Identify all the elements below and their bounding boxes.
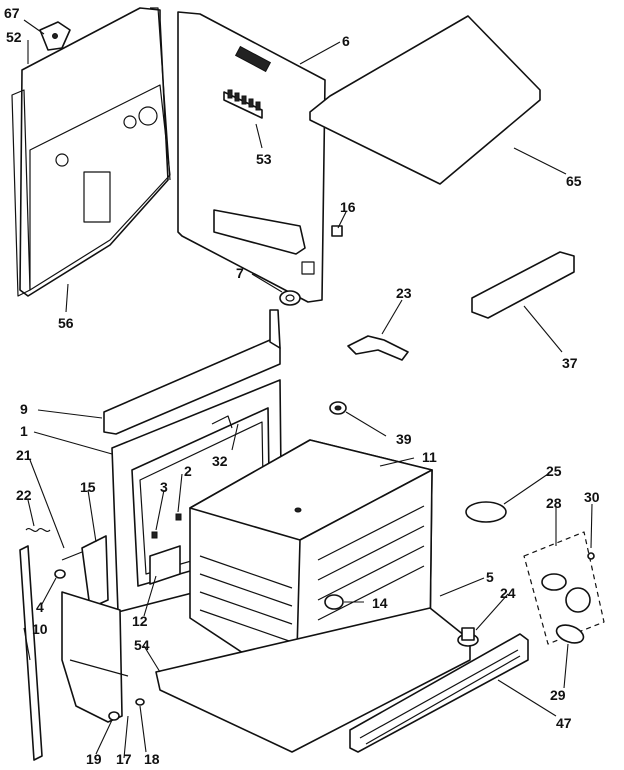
part-30-nut <box>587 552 595 560</box>
callout-2: 2 <box>184 463 192 479</box>
part-47-vent-grille <box>349 633 529 753</box>
callout-39: 39 <box>396 431 412 447</box>
callout-17: 17 <box>116 751 132 767</box>
part-10-side-trim <box>19 545 43 761</box>
part-23-bracket <box>347 335 409 361</box>
part-15-hinge-bracket <box>61 535 109 609</box>
part-24-valve <box>457 627 479 647</box>
callout-22: 22 <box>16 487 32 503</box>
part-52-rear-side-panel <box>11 7 171 297</box>
part-25-knob <box>465 501 507 523</box>
callout-25: 25 <box>546 463 562 479</box>
callout-15: 15 <box>80 479 96 495</box>
callout-28: 28 <box>546 495 562 511</box>
part-53-terminal-block <box>223 89 263 119</box>
callout-10: 10 <box>32 621 48 637</box>
callout-14: 14 <box>372 595 388 611</box>
callout-24: 24 <box>500 585 516 601</box>
part-4-washer <box>54 569 66 579</box>
part-29-bulb <box>555 624 585 644</box>
callout-labels: 67 52 6 53 65 16 7 56 23 37 9 39 1 32 11… <box>4 5 600 767</box>
callout-18: 18 <box>144 751 160 767</box>
callout-23: 23 <box>396 285 412 301</box>
callout-12: 12 <box>132 613 148 629</box>
callout-37: 37 <box>562 355 578 371</box>
callout-9: 9 <box>20 401 28 417</box>
part-65-top-cover <box>309 15 541 185</box>
part-28-igniter-assembly <box>523 531 605 645</box>
part-16-clip <box>331 225 343 237</box>
callout-16: 16 <box>340 199 356 215</box>
callout-1: 1 <box>20 423 28 439</box>
callout-4: 4 <box>36 599 44 615</box>
callout-65: 65 <box>566 173 582 189</box>
callout-5: 5 <box>486 569 494 585</box>
callout-29: 29 <box>550 687 566 703</box>
callout-53: 53 <box>256 151 272 167</box>
callout-21: 21 <box>16 447 32 463</box>
callout-32: 32 <box>212 453 228 469</box>
callout-47: 47 <box>556 715 572 731</box>
part-39-connector <box>329 401 347 415</box>
part-7-grommet <box>279 290 301 306</box>
callout-11: 11 <box>422 449 437 465</box>
part-37-rail <box>471 251 575 319</box>
callout-7: 7 <box>236 265 244 281</box>
callout-6: 6 <box>342 33 350 49</box>
callout-67: 67 <box>4 5 20 21</box>
part-54-bottom-pan <box>155 607 471 753</box>
callout-56: 56 <box>58 315 74 331</box>
part-32-gasket <box>211 415 233 429</box>
part-17-hinge-assembly <box>61 591 145 723</box>
callout-19: 19 <box>86 751 102 767</box>
callout-52: 52 <box>6 29 22 45</box>
callout-54: 54 <box>134 637 150 653</box>
part-22-spring <box>25 527 51 533</box>
part-6-rear-panel <box>177 11 326 303</box>
part-67-bracket <box>39 21 71 51</box>
part-3-clip <box>151 531 158 539</box>
callout-3: 3 <box>160 479 168 495</box>
part-2-clip <box>175 513 182 521</box>
leader-lines <box>23 19 593 759</box>
callout-30: 30 <box>584 489 600 505</box>
part-12-bracket <box>149 545 181 585</box>
